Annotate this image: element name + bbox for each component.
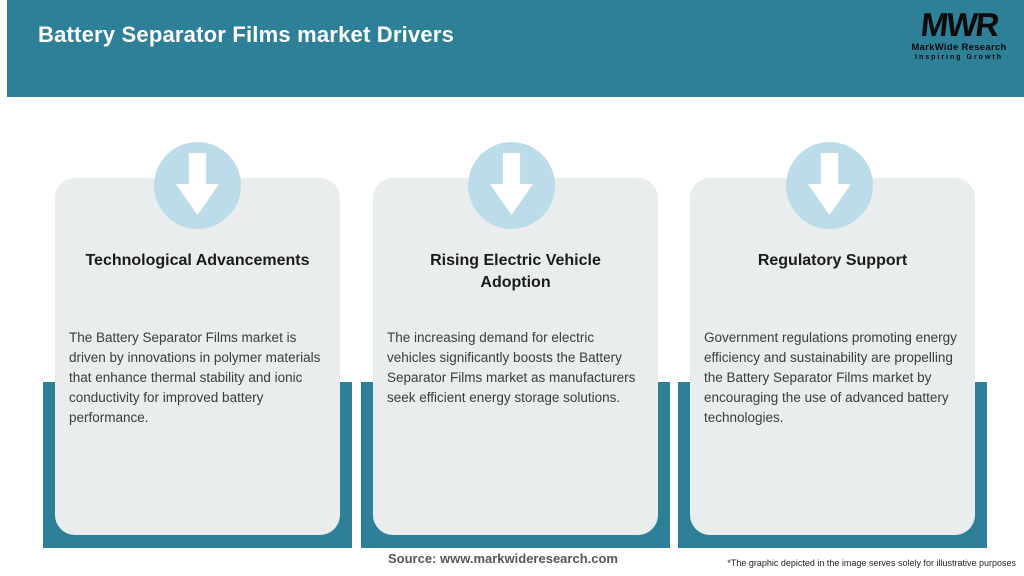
card-body-text: The increasing demand for electric vehic… [387, 330, 636, 405]
circle-badge [786, 142, 873, 229]
circle-badge [154, 142, 241, 229]
logo-name: MarkWide Research [911, 42, 1007, 53]
driver-card-technological-advancements: Technological Advancements The Battery S… [55, 178, 340, 535]
driver-card-rising-ev-adoption: Rising Electric Vehicle Adoption The inc… [373, 178, 658, 535]
markwide-research-logo: MWR MarkWide Research Inspiring Growth [904, 6, 1014, 61]
down-arrow-icon [808, 153, 851, 215]
card-title: Regulatory Support [757, 252, 908, 269]
header-bar: Battery Separator Films market Drivers M… [7, 0, 1024, 97]
card-title: Rising Electric Vehicle Adoption [430, 252, 601, 291]
disclaimer-text: *The graphic depicted in the image serve… [727, 558, 1016, 568]
source-text: Source: www.markwideresearch.com [387, 551, 618, 566]
circle-badge [468, 142, 555, 229]
down-arrow-icon [176, 153, 219, 215]
driver-card-regulatory-support: Regulatory Support Government regulation… [690, 178, 975, 535]
page-title: Battery Separator Films market Drivers [38, 22, 455, 47]
logo-tagline: Inspiring Growth [915, 54, 1003, 61]
mwr-monogram-icon: MWR [918, 6, 1000, 43]
down-arrow-icon [490, 153, 533, 215]
card-body-text: Government regulations promoting energy … [704, 330, 957, 425]
card-title: Technological Advancements [85, 252, 310, 269]
card-body-text: The Battery Separator Films market is dr… [69, 330, 321, 425]
